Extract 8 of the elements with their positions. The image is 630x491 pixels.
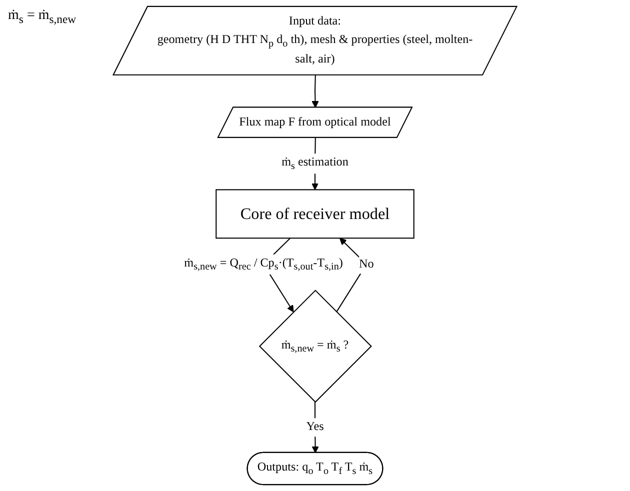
node-box: Core of receiver model bbox=[216, 189, 414, 239]
arrow bbox=[312, 75, 319, 108]
edge-label: No bbox=[359, 258, 374, 271]
node-diamond: ṁ$_{s,new}$ = ṁ$_{s}$ ? bbox=[258, 290, 372, 403]
edge-label: ṁ$_{s,new}$ = Q$_{rec}$ / Cp$_{s}$·(T$_{s,out}$-T$_{s,in}$) bbox=[184, 256, 343, 272]
edge-label: ṁ$_{s}$ estimation bbox=[282, 156, 348, 172]
note-text: ṁ$_{s}$ = ṁ$_{s,new}$ bbox=[8, 8, 76, 26]
edge-label: Yes bbox=[306, 420, 324, 434]
